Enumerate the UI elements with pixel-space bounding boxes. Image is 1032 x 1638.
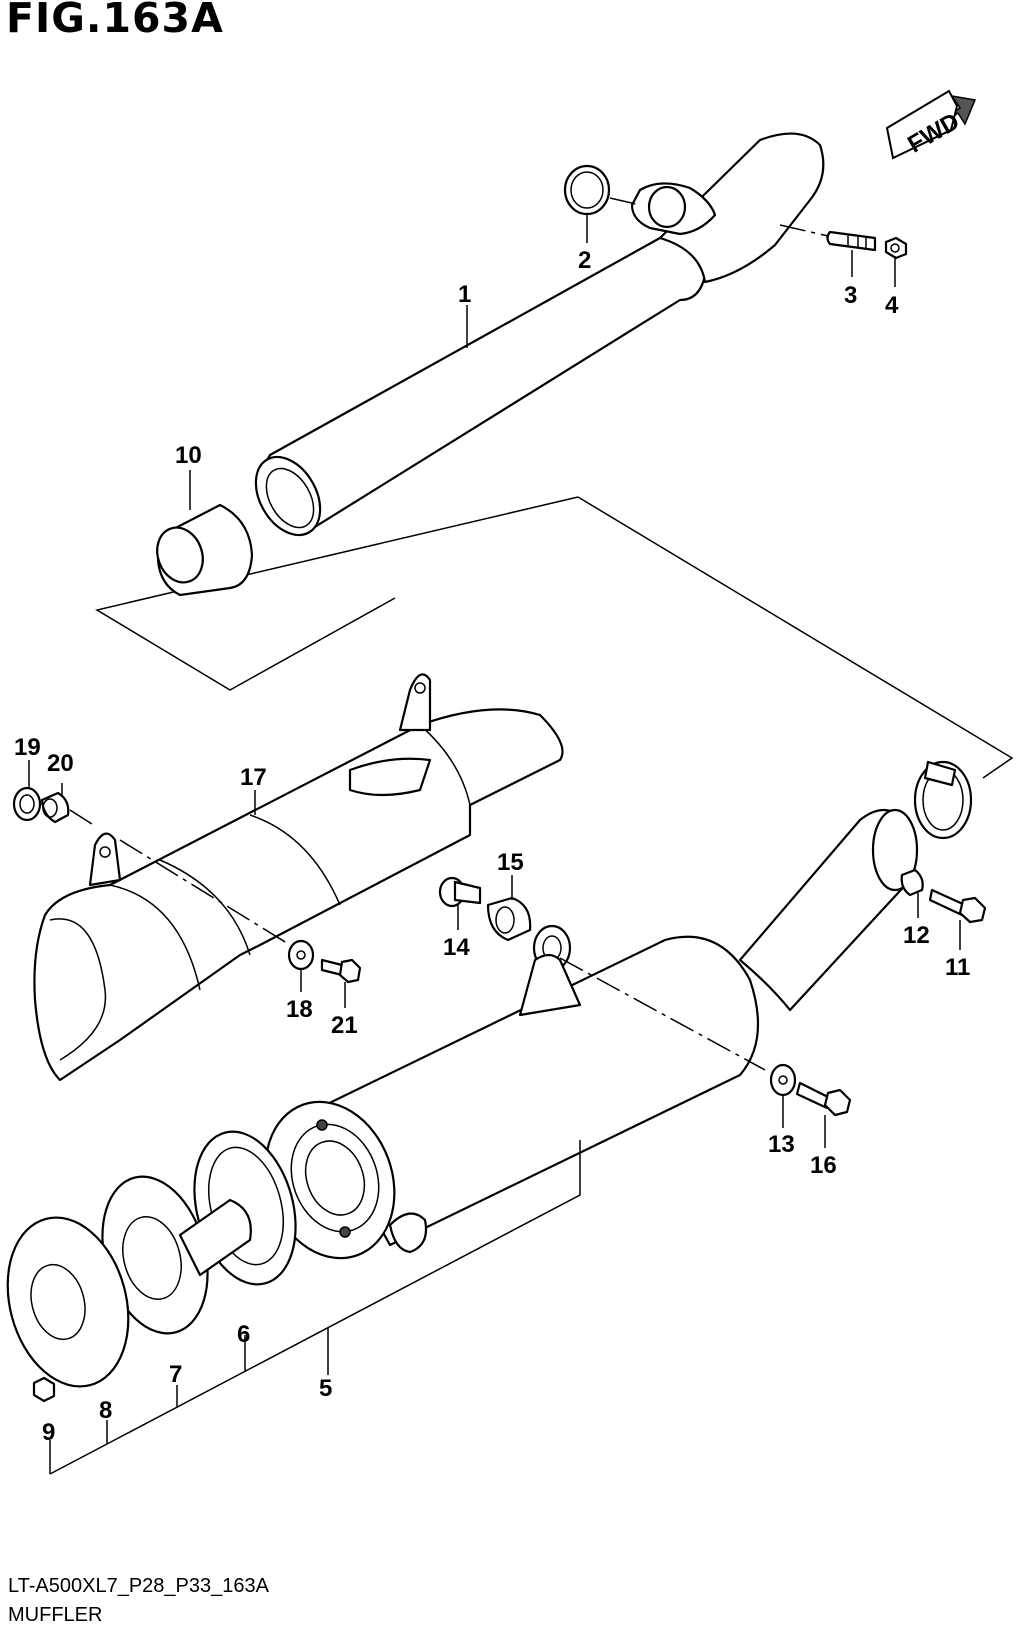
- callout-4: 4: [885, 292, 899, 319]
- callout-11: 11: [945, 954, 970, 981]
- callout-12: 12: [903, 922, 930, 949]
- washer-part-18: [287, 939, 315, 971]
- exhaust-pipe-part-1: [254, 132, 825, 537]
- callout-2: 2: [578, 247, 591, 274]
- group-bracket-line: [49, 1140, 581, 1475]
- callout-7: 7: [169, 1361, 182, 1388]
- assembly-frame-line: [577, 496, 1014, 779]
- callout-13: 13: [768, 1131, 795, 1158]
- callout-5: 5: [319, 1375, 332, 1402]
- alignment-line: [609, 197, 641, 206]
- callout-3: 3: [844, 282, 857, 309]
- callout-16: 16: [810, 1152, 837, 1179]
- model-code-caption: LT-A500XL7_P28_P33_163A: [8, 1575, 269, 1597]
- callout-15: 15: [497, 849, 524, 876]
- callout-20: 20: [47, 750, 74, 777]
- spark-arrester-part-7: [101, 1175, 252, 1335]
- alignment-line: [119, 839, 291, 946]
- callout-17: 17: [240, 764, 267, 791]
- washer-part-13: [769, 1063, 797, 1097]
- muffler-body-part-5: [264, 808, 919, 1260]
- alignment-line: [559, 957, 766, 1071]
- stud-bolt-part-3: [826, 230, 877, 252]
- nut-part-4: [884, 236, 908, 260]
- section-name-caption: MUFFLER: [8, 1604, 103, 1626]
- alignment-line: [779, 224, 829, 237]
- assembly-frame-line-upper: [95, 496, 579, 691]
- end-cap-part-8: [6, 1216, 130, 1388]
- bolt-part-16: [795, 1081, 852, 1117]
- callout-10: 10: [175, 442, 202, 469]
- callout-8: 8: [99, 1397, 112, 1424]
- callout-9: 9: [42, 1419, 55, 1446]
- callout-6: 6: [237, 1321, 250, 1348]
- callout-18: 18: [286, 996, 313, 1023]
- callout-1: 1: [458, 281, 471, 308]
- screw-part-9: [32, 1376, 56, 1403]
- callout-19: 19: [14, 734, 41, 761]
- bolt-part-21: [320, 958, 362, 984]
- figure-title: FIG.163A: [6, 0, 224, 42]
- grommet-part-19: [12, 786, 42, 822]
- bolt-part-11: [928, 888, 987, 924]
- clamp-band: [913, 760, 973, 840]
- cushion-part-15: [486, 896, 532, 942]
- sleeve-part-10: [156, 503, 254, 597]
- callout-21: 21: [331, 1012, 358, 1039]
- alignment-line: [69, 809, 96, 827]
- heat-shield-part-17: [33, 673, 564, 1082]
- fwd-arrow-icon: FWD: [885, 89, 977, 160]
- callout-14: 14: [443, 934, 470, 961]
- collar-part-12: [900, 868, 924, 897]
- collar-part-20: [40, 791, 70, 824]
- collar-part-14: [438, 876, 482, 908]
